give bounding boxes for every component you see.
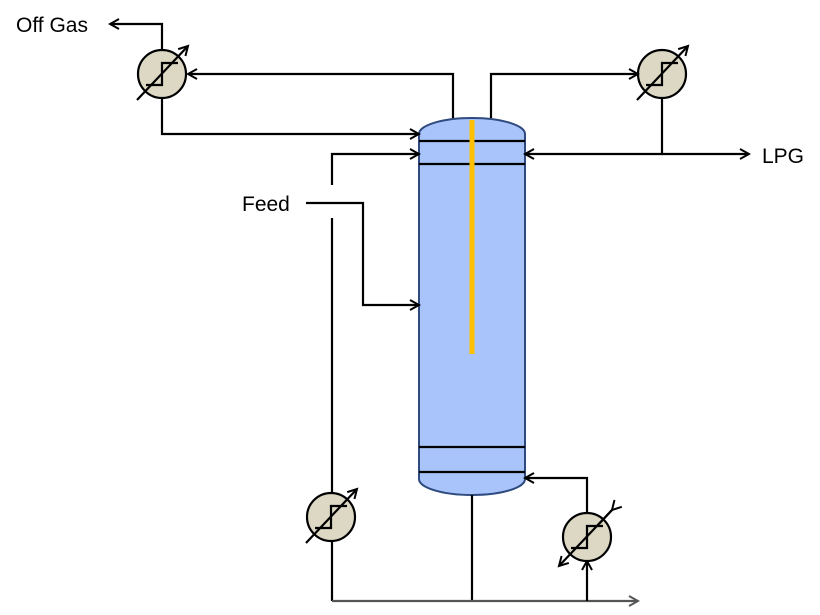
lpg-label: LPG (762, 145, 804, 168)
exchanger-diagonal-arrow (636, 46, 688, 101)
exchanger-diagonal-arrow-tail (597, 510, 612, 526)
overhead-condenser[interactable] (636, 46, 688, 101)
overhead-vapor-line-right (489, 74, 638, 118)
feed-preheater[interactable] (305, 489, 357, 544)
exchanger-diagonal-arrow (136, 46, 188, 101)
feed-label: Feed (242, 193, 290, 216)
distillation-column (418, 117, 526, 496)
reflux-line-right (525, 98, 664, 154)
reboiler[interactable] (559, 510, 612, 566)
off-gas-line (110, 24, 164, 50)
upper-side-inlet-line (330, 154, 419, 185)
feed-line (306, 201, 419, 305)
reboiler-return-line (525, 478, 589, 513)
off-gas-label: Off Gas (16, 14, 88, 37)
off-gas-condenser[interactable] (136, 46, 188, 101)
overhead-vapor-line-left (188, 74, 455, 118)
reflux-line-left (160, 98, 419, 134)
exchanger-diagonal-arrow (305, 489, 357, 544)
